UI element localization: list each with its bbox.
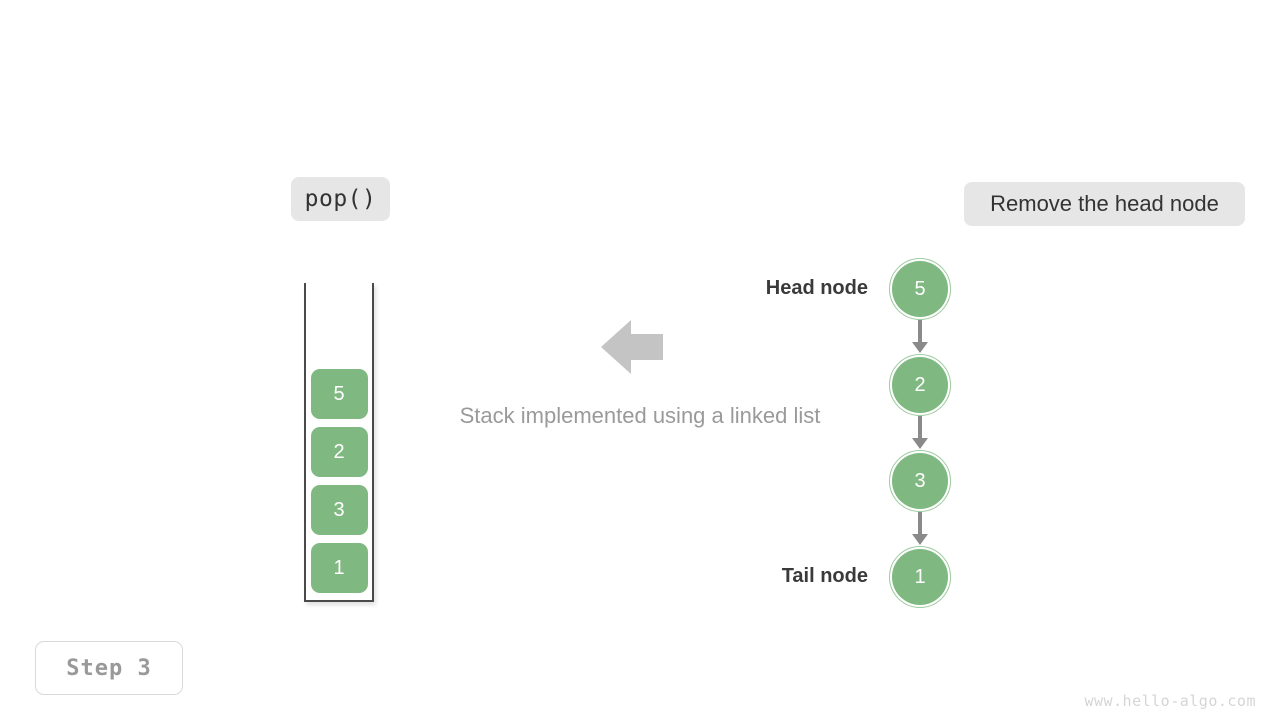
node-value: 2 [892, 357, 948, 413]
linked-list-node: 2 [889, 354, 951, 416]
stack-container: 5 2 3 1 [304, 283, 374, 602]
node-outer-ring [889, 546, 951, 608]
linked-list-node: 5 [889, 258, 951, 320]
step-badge: Step 3 [35, 641, 183, 695]
linked-list-node: 1 [889, 546, 951, 608]
stack-items-list: 5 2 3 1 [306, 369, 372, 593]
stack-cell: 3 [310, 485, 368, 535]
watermark: www.hello-algo.com [1084, 692, 1256, 710]
link-arrowhead-icon [912, 438, 928, 449]
diagram-caption: Stack implemented using a linked list [459, 403, 821, 428]
stack-cell: 5 [310, 369, 368, 419]
tail-node-label: Tail node [781, 565, 868, 587]
link-line [918, 320, 922, 344]
link-arrowhead-icon [912, 342, 928, 353]
link-line [918, 512, 922, 536]
link-arrowhead-icon [912, 534, 928, 545]
stack-cell: 2 [310, 427, 368, 477]
node-outer-ring [889, 450, 951, 512]
linked-list-node: 3 [889, 450, 951, 512]
node-value: 1 [892, 549, 948, 605]
node-value: 3 [892, 453, 948, 509]
head-node-label: Head node [765, 277, 868, 299]
node-outer-ring [889, 258, 951, 320]
node-value: 5 [892, 261, 948, 317]
stack-cell: 1 [310, 543, 368, 593]
action-description-chip: Remove the head node [964, 182, 1245, 226]
linked-list-diagram: 5 2 3 1 [889, 258, 951, 608]
operation-chip: pop() [291, 177, 390, 221]
left-arrow-icon [601, 320, 663, 374]
node-outer-ring [889, 354, 951, 416]
link-line [918, 416, 922, 440]
